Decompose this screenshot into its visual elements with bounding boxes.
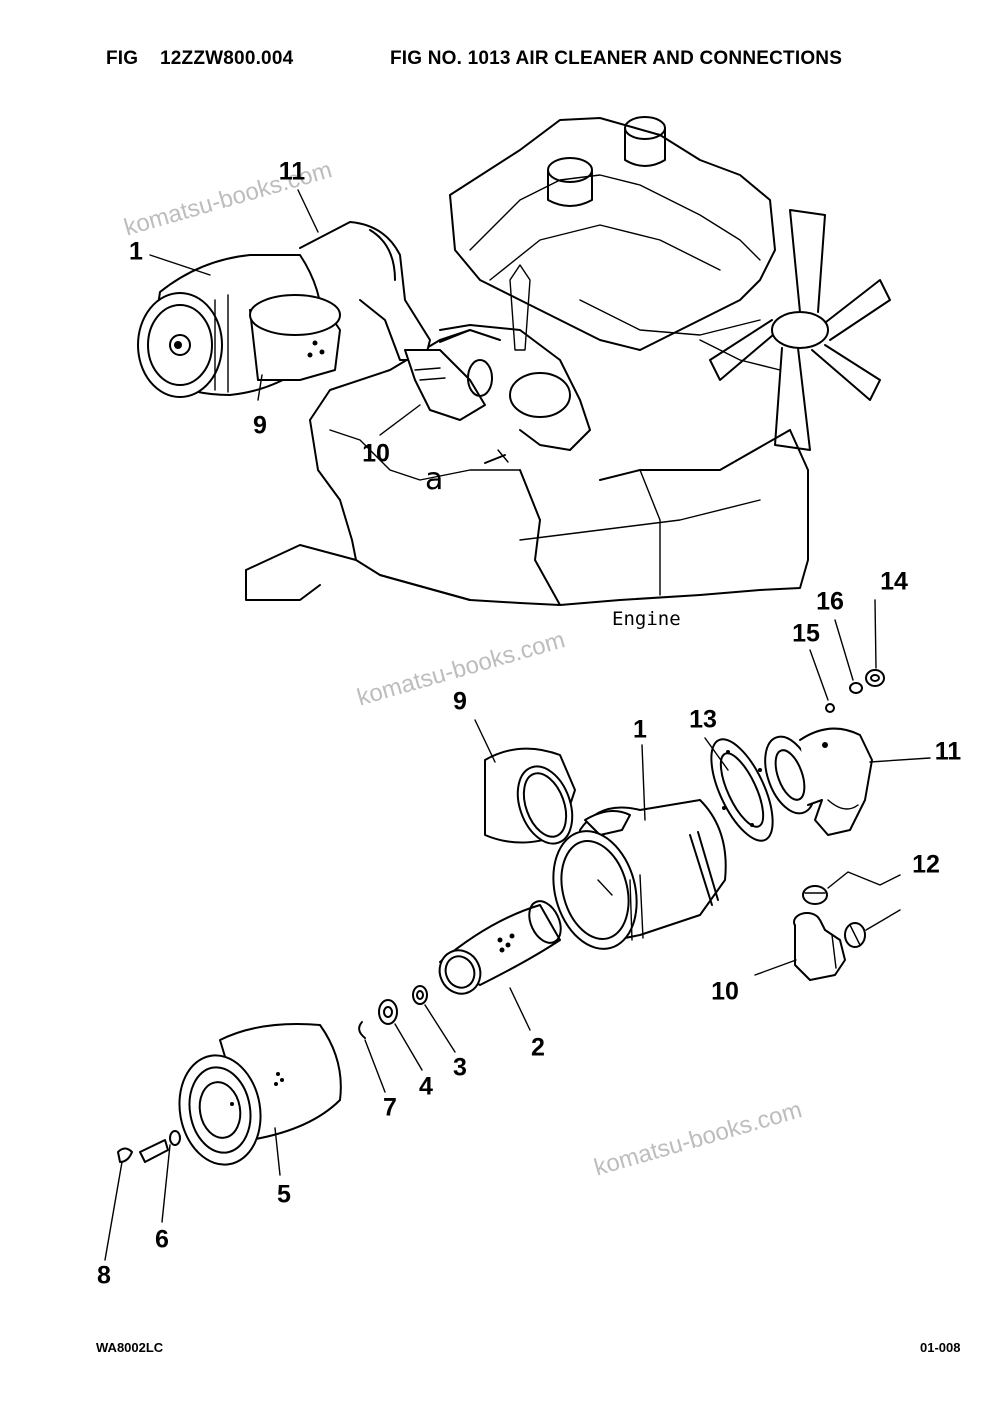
- leader-lines-upper: [149, 189, 421, 436]
- callout-6: 6: [155, 1225, 169, 1254]
- fig-title: FIG NO. 1013 AIR CLEANER AND CONNECTIONS: [390, 48, 843, 69]
- air-cleaner-assembly-mounted: [137, 221, 501, 421]
- engine-label: Engine: [612, 608, 681, 630]
- callout-5: 5: [277, 1180, 291, 1209]
- part-9-precleaner: [484, 747, 576, 845]
- part-1-air-cleaner-body: [552, 799, 727, 950]
- callout-12: 12: [912, 850, 940, 879]
- part-12-clamps: [802, 885, 866, 948]
- callout-10-upper: 10: [362, 439, 390, 468]
- callout-14: 14: [880, 567, 908, 596]
- leader-lines-exploded: [104, 599, 931, 1261]
- parts-6-8-hardware: [117, 1130, 181, 1163]
- reference-marker: a: [425, 462, 444, 497]
- callout-4: 4: [419, 1072, 433, 1101]
- parts-14-16-15-hardware: [825, 669, 885, 713]
- callout-11-upper: 11: [278, 157, 306, 186]
- part-13-gasket: [710, 738, 774, 842]
- callout-16: 16: [816, 587, 844, 616]
- parts-3-4-7-hardware: [358, 985, 428, 1039]
- callout-7: 7: [383, 1093, 397, 1122]
- engine-illustration: [245, 116, 891, 606]
- fan: [709, 209, 891, 451]
- callout-15: 15: [792, 619, 820, 648]
- doc-code: WA8002LC: [96, 1340, 164, 1355]
- callout-9: 9: [453, 687, 467, 716]
- page-number: 01-008: [920, 1340, 961, 1355]
- callout-10: 10: [711, 977, 739, 1006]
- callout-8: 8: [97, 1261, 111, 1290]
- part-11-outlet-elbow: [764, 727, 873, 836]
- callout-1-upper: 1: [129, 237, 143, 266]
- callout-9-upper: 9: [253, 411, 267, 440]
- callout-13: 13: [689, 705, 717, 734]
- callout-11: 11: [934, 737, 962, 766]
- fig-code: 12ZZW800.004: [160, 48, 294, 69]
- part-10-hose: [793, 912, 846, 981]
- callout-2: 2: [531, 1033, 545, 1062]
- callout-3: 3: [453, 1053, 467, 1082]
- fig-label: FIG: [106, 48, 139, 69]
- part-5-primary-element: [178, 1023, 342, 1166]
- callout-1: 1: [633, 715, 647, 744]
- part-2-safety-element: [438, 900, 562, 995]
